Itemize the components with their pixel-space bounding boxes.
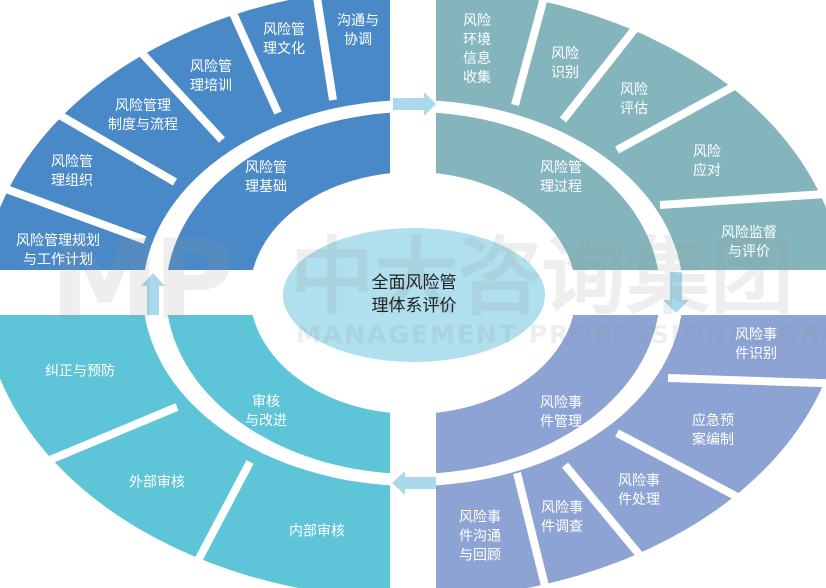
- segment-event-identification: 风险事 件识别: [735, 327, 777, 362]
- segment-event-review: 风险事 件沟通 与回顾: [459, 509, 501, 564]
- inner-process: 风险管 理过程: [540, 160, 582, 195]
- segment-response: 风险 应对: [693, 144, 721, 179]
- segment-separator: [119, 29, 225, 143]
- segment-separator: [561, 462, 662, 581]
- inner-audit: 审核 与改进: [245, 394, 287, 429]
- segment-assessment: 风险 评估: [620, 82, 648, 117]
- arrow-up-icon: [141, 273, 165, 315]
- segment-policy: 风险管理 制度与流程: [108, 98, 178, 133]
- inner-foundation: 风险管 理基础: [245, 160, 287, 195]
- segment-event-investigation: 风险事 件调查: [541, 500, 583, 535]
- segment-separator: [659, 189, 826, 209]
- arrow-down-icon: [663, 272, 689, 313]
- arrow-left-icon: [392, 471, 436, 495]
- segment-organization: 风险管 理组织: [51, 154, 93, 189]
- segment-external-audit: 外部审核: [129, 474, 185, 491]
- segment-separator: [0, 182, 147, 244]
- segment-separator: [513, 472, 550, 588]
- segment-culture: 风险管 理文化: [263, 22, 305, 57]
- segment-separator: [31, 96, 178, 186]
- segment-event-handling: 风险事 件处理: [618, 473, 660, 508]
- segment-separator: [667, 374, 826, 388]
- segment-identification: 风险 识别: [551, 46, 579, 81]
- segment-separator: [313, 0, 337, 101]
- segment-planning: 风险管理规划 与工作计划: [16, 233, 100, 268]
- inner-event: 风险事 件管理: [540, 395, 582, 430]
- center-title: 全面风险管 理体系评价: [371, 273, 457, 316]
- segment-separator: [511, 0, 548, 107]
- segment-monitoring: 风险监督 与评价: [721, 225, 777, 260]
- segment-communication: 沟通与 协调: [337, 13, 379, 48]
- segment-separator: [18, 403, 179, 477]
- segment-training: 风险管 理培训: [190, 59, 232, 94]
- center-ellipse: [283, 228, 545, 362]
- segment-separator: [559, 1, 658, 123]
- segment-separator: [222, 0, 282, 115]
- segment-separator: [615, 67, 765, 154]
- segment-separator: [179, 460, 254, 588]
- segment-corrective: 纠正与预防: [45, 363, 115, 380]
- segment-environment: 风险 环境 信息 收集: [463, 13, 491, 86]
- segment-separator: [615, 429, 768, 516]
- segment-contingency: 应急预 案编制: [692, 413, 734, 448]
- arrow-right-icon: [393, 92, 436, 116]
- segment-internal-audit: 内部审核: [289, 523, 345, 540]
